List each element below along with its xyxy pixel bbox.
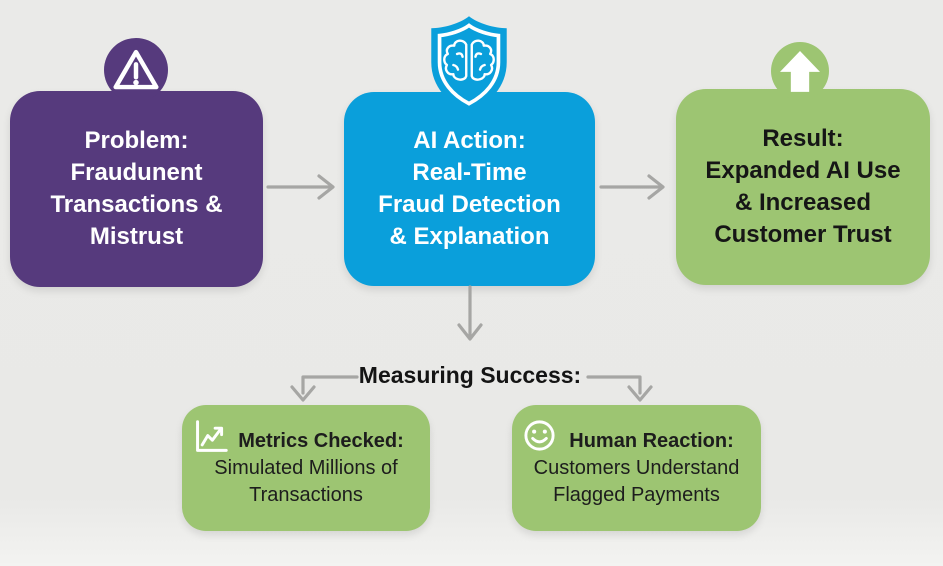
human-reaction-line-2: Flagged Payments [553, 483, 720, 506]
ai-action-line-2: Real-Time [412, 159, 527, 186]
up-arrow-icon [771, 42, 829, 100]
problem-box: Problem: Fraudunent Transactions & Mistr… [10, 91, 263, 287]
problem-line-1: Problem: [84, 127, 189, 154]
result-box: Result: Expanded AI Use & Increased Cust… [676, 89, 930, 285]
warning-triangle-icon [104, 38, 168, 102]
metrics-title: Metrics Checked: [238, 429, 404, 452]
arrow-problem-to-action [266, 174, 335, 200]
smiley-icon [522, 418, 557, 458]
human-reaction-line-1: Customers Understand [533, 456, 740, 479]
measuring-success-label: Measuring Success: [358, 362, 582, 388]
result-line-3: & Increased [734, 189, 872, 216]
result-line-1: Result: [762, 125, 844, 152]
ai-action-box: AI Action: Real-Time Fraud Detection & E… [344, 92, 595, 286]
problem-line-3: Transactions & [50, 191, 223, 218]
problem-line-4: Mistrust [89, 223, 184, 250]
problem-line-2: Fraudunent [70, 159, 203, 186]
arrow-action-to-result [599, 174, 665, 200]
shield-brain-icon [423, 14, 515, 116]
human-reaction-box: Human Reaction: Customers Understand Fla… [512, 405, 761, 531]
ai-action-line-3: Fraud Detection [378, 191, 561, 218]
metrics-checked-box: Metrics Checked: Simulated Millions of T… [182, 405, 430, 531]
human-reaction-title: Human Reaction: [569, 429, 734, 452]
metrics-line-2: Transactions [249, 483, 363, 506]
ai-action-line-4: & Explanation [389, 223, 550, 250]
result-line-4: Customer Trust [714, 221, 892, 248]
line-chart-icon [192, 418, 229, 460]
metrics-line-1: Simulated Millions of [214, 456, 398, 479]
ai-action-line-1: AI Action: [413, 127, 526, 154]
result-line-2: Expanded AI Use [705, 157, 901, 184]
arrow-action-to-measuring [457, 285, 483, 341]
